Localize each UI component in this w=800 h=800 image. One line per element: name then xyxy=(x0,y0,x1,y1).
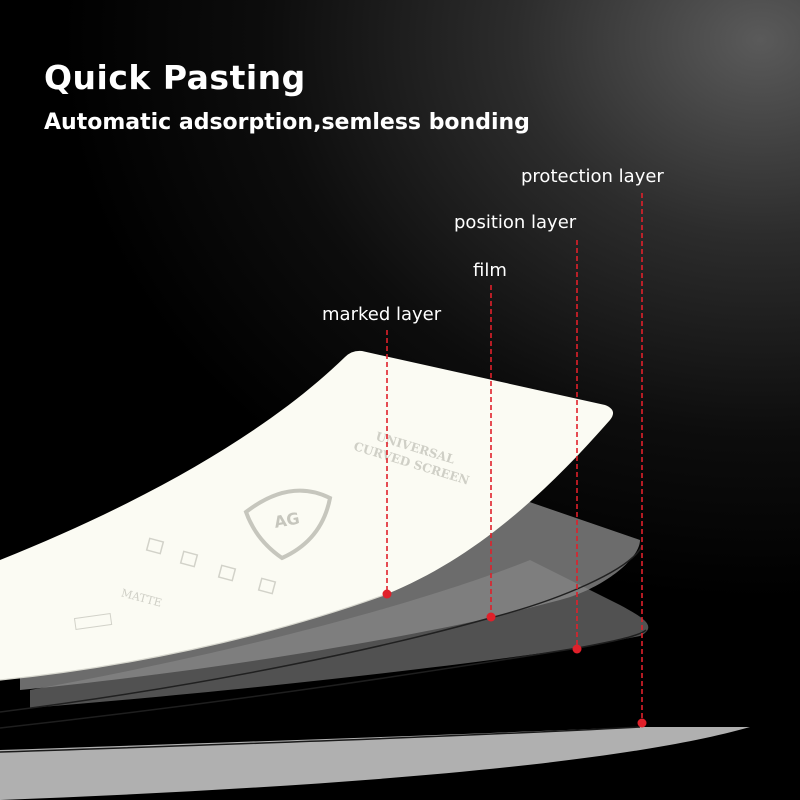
ag-logo-text: AG xyxy=(273,509,301,532)
label-position-layer: position layer xyxy=(454,212,577,233)
page-subtitle: Automatic adsorption,semless bonding xyxy=(44,110,530,135)
callout-lines xyxy=(386,193,643,722)
callout-dot-film xyxy=(486,612,496,622)
protection-layer-sheet xyxy=(0,727,750,800)
ag-shield-logo: AG xyxy=(243,488,333,561)
feature-icon-4 xyxy=(257,577,277,595)
protection-layer-edge xyxy=(0,726,641,753)
label-marked-layer: marked layer xyxy=(322,304,442,325)
callout-dot-marked xyxy=(382,589,392,599)
feature-icons xyxy=(145,537,277,595)
marked-layer-sheet xyxy=(0,350,614,680)
film-edge xyxy=(0,545,643,713)
marked-layer-lower-edge xyxy=(0,593,388,681)
ag-shield-icon xyxy=(243,488,333,561)
label-film: film xyxy=(473,260,507,281)
feature-icon-3 xyxy=(217,564,237,582)
feature-icon-2 xyxy=(179,550,199,568)
label-protection-layer: protection layer xyxy=(521,166,664,187)
page-title: Quick Pasting xyxy=(44,58,306,97)
callout-dot-position xyxy=(572,644,582,654)
callout-dot-protection xyxy=(637,718,647,728)
sheet-print-box xyxy=(73,612,113,631)
feature-icon-1 xyxy=(145,537,165,555)
position-layer-edge xyxy=(0,629,647,729)
